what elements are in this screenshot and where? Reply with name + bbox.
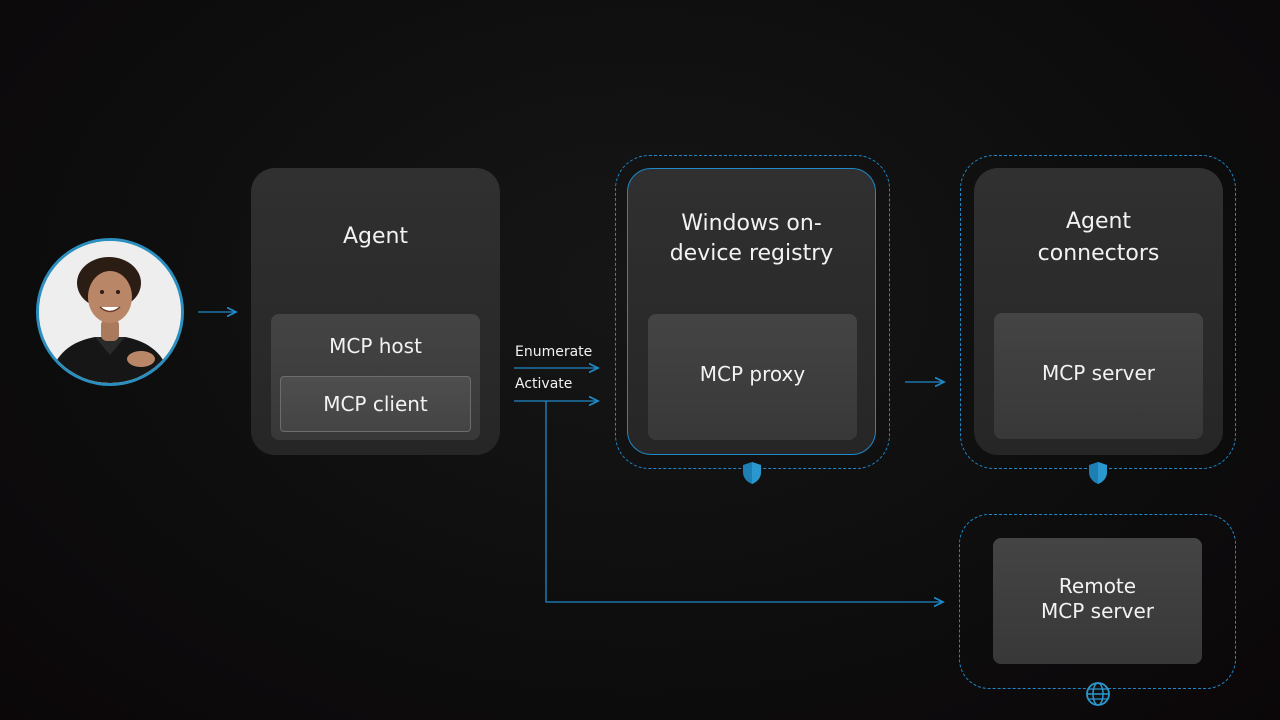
mcp-server-label: MCP server [1042,361,1155,385]
activate-label: Activate [515,376,573,392]
globe-icon [1086,682,1110,706]
registry-card: Windows on- device registry MCP proxy [627,168,876,455]
connectors-title: Agent connectors [1037,209,1160,266]
remote-mcp-server-label: Remote MCP server [1041,574,1154,623]
user-avatar [36,238,184,386]
shield-icon [743,462,761,484]
enumerate-label: Enumerate [515,344,593,360]
mcp-client-box: MCP client [280,376,471,432]
mcp-host-box: MCP host MCP client [271,314,480,440]
agent-title: Agent [342,224,409,249]
connectors-card: Agent connectors MCP server [974,168,1223,455]
mcp-host-label: MCP host [329,334,422,358]
mcp-proxy-box: MCP proxy [648,314,857,440]
mcp-proxy-label: MCP proxy [699,362,806,386]
mcp-client-label: MCP client [323,392,428,416]
arrow-activate-to-remote [545,401,943,602]
mcp-server-box: MCP server [994,313,1203,439]
person-illustration [39,241,181,383]
remote-mcp-server-box: Remote MCP server [993,538,1202,664]
shield-icon [1089,462,1107,484]
agent-card: Agent MCP host MCP client [251,168,500,455]
registry-title: Windows on- device registry [669,211,834,266]
